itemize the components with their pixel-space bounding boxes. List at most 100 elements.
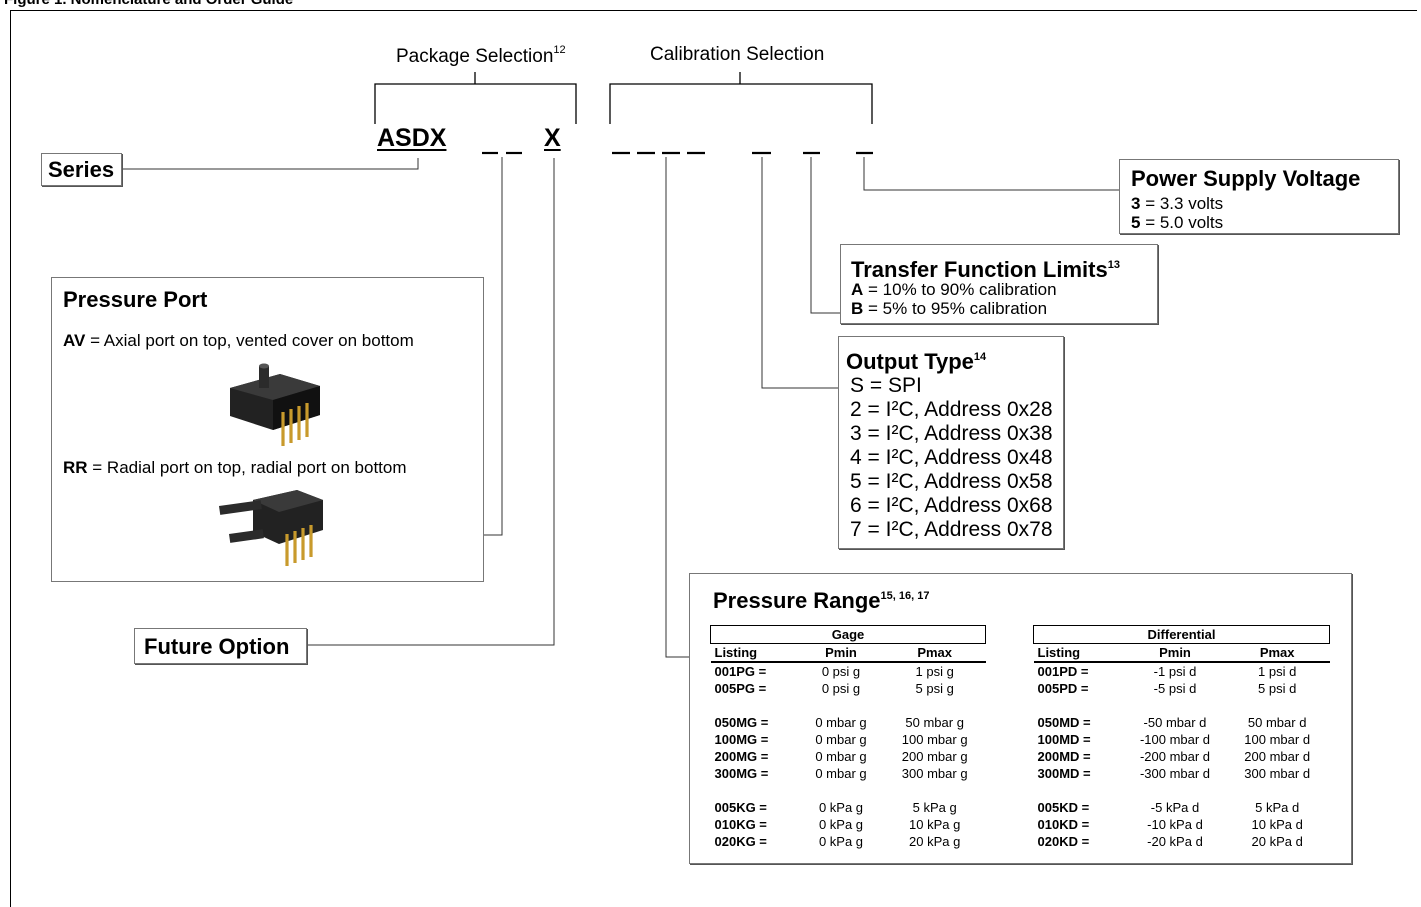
table-spacer-row [1034, 782, 1330, 799]
output-type-title-text: Output Type [846, 349, 974, 374]
listing-cell: 300MD = [1037, 766, 1091, 781]
listing-cell: 200MG = [714, 749, 769, 764]
listing-cell: 200MD = [1037, 749, 1091, 764]
output-type-option: 5 = I²C, Address 0x58 [850, 470, 1053, 493]
option-code: 3 [1131, 194, 1141, 213]
listing-cell: 005KG = [714, 800, 767, 815]
pmax-cell: 200 mbar d [1244, 749, 1311, 764]
pmax-cell: 50 mbar d [1247, 715, 1307, 730]
pmax-cell: 50 mbar g [905, 715, 964, 730]
pmax-cell: 1 psi g [915, 664, 954, 679]
power-supply-box: Power Supply Voltage 3 = 3.3 volts 5 = 5… [1119, 159, 1399, 234]
differential-col-listing: Listing [1033, 643, 1126, 663]
differential-col-pmin: Pmin [1125, 643, 1225, 663]
pressure-range-box: Pressure Range15, 16, 17 Gage Listing Pm… [689, 573, 1352, 864]
gage-col-pmin: Pmin [798, 643, 884, 663]
power-supply-option-5: 5 = 5.0 volts [1131, 213, 1223, 232]
transfer-function-box: Transfer Function Limits13 A = 10% to 90… [840, 244, 1158, 324]
package-selection-ref: 12 [553, 44, 566, 56]
pmin-cell: 0 psi g [821, 664, 861, 679]
option-desc: = 5.0 volts [1140, 213, 1224, 232]
option-code: AV [63, 331, 86, 350]
output-type-option: 7 = I²C, Address 0x78 [850, 518, 1053, 541]
option-code: 5 [1131, 213, 1141, 232]
pmin-cell: 0 mbar g [815, 766, 867, 781]
pmax-cell: 20 kPa d [1251, 834, 1303, 849]
output-type-option: 6 = I²C, Address 0x68 [850, 494, 1053, 517]
option-desc: = Radial port on top, radial port on bot… [87, 458, 407, 477]
future-option-label: Future Option [144, 634, 290, 659]
pmax-cell: 10 kPa g [909, 817, 961, 832]
listing-cell: 010KG = [714, 817, 767, 832]
power-supply-title: Power Supply Voltage [1131, 166, 1361, 191]
pmax-cell: 300 mbar d [1244, 766, 1311, 781]
figure-frame [10, 10, 1417, 907]
option-code: B [851, 299, 864, 318]
pmin-cell: -5 psi d [1153, 681, 1197, 696]
listing-cell: 001PD = [1037, 664, 1089, 679]
option-code: RR [63, 458, 88, 477]
listing-cell: 010KD = [1037, 817, 1090, 832]
pmin-cell: -1 psi d [1153, 664, 1197, 679]
pmin-cell: -10 kPa d [1147, 817, 1203, 832]
power-supply-option-3: 3 = 3.3 volts [1131, 194, 1223, 213]
pmax-cell: 5 kPa d [1255, 800, 1300, 815]
output-type-box: Output Type14 S = SPI 2 = I²C, Address 0… [838, 336, 1064, 549]
listing-cell: 020KD = [1037, 834, 1090, 849]
output-type-option: S = SPI [850, 374, 922, 397]
option-desc: = 3.3 volts [1140, 194, 1224, 213]
pmin-cell: 0 kPa g [818, 834, 864, 849]
table-row: 010KG = 0 kPa g 10 kPa g [711, 816, 986, 833]
package-selection-header: Package Selection12 [396, 44, 566, 68]
pmin-cell: -300 mbar d [1139, 766, 1211, 781]
output-type-option: 2 = I²C, Address 0x28 [850, 398, 1053, 421]
pmin-cell: 0 mbar g [815, 749, 867, 764]
future-option-code: X [544, 124, 561, 152]
listing-cell: 020KG = [714, 834, 767, 849]
option-code: A [851, 280, 864, 299]
transfer-function-title: Transfer Function Limits13 [851, 253, 1120, 282]
output-type-ref: 14 [973, 351, 987, 363]
gage-col-pmax: Pmax [883, 643, 986, 663]
pmax-cell: 5 kPa g [912, 800, 957, 815]
table-row: 020KD = -20 kPa d 20 kPa d [1034, 833, 1330, 850]
series-box: Series [41, 153, 122, 186]
table-spacer-row [1034, 697, 1330, 714]
listing-cell: 005PD = [1037, 681, 1089, 696]
sensor-radial-port-icon [219, 490, 323, 566]
transfer-function-title-text: Transfer Function Limits [851, 257, 1108, 282]
figure-caption: Figure 1. Nomenclature and Order Guide [4, 0, 293, 8]
pressure-port-option-rr: RR = Radial port on top, radial port on … [63, 458, 407, 478]
pmin-cell: -100 mbar d [1139, 732, 1211, 747]
listing-cell: 005PG = [714, 681, 767, 696]
pressure-port-box: Pressure Port AV = Axial port on top, ve… [51, 277, 484, 582]
listing-cell: 005KD = [1037, 800, 1090, 815]
transfer-function-option-a: A = 10% to 90% calibration [851, 280, 1057, 299]
listing-cell: 300MG = [714, 766, 769, 781]
calibration-selection-header: Calibration Selection [650, 44, 825, 65]
output-type-option: 3 = I²C, Address 0x38 [850, 422, 1053, 445]
pmin-cell: 0 mbar g [815, 715, 867, 730]
listing-cell: 100MG = [714, 732, 769, 747]
pmax-cell: 5 psi g [915, 681, 954, 696]
pmax-cell: 100 mbar g [901, 732, 968, 747]
listing-cell: 050MD = [1037, 715, 1091, 730]
pmin-cell: 0 kPa g [818, 817, 864, 832]
pmin-cell: -20 kPa d [1147, 834, 1203, 849]
differential-table: Differential Listing Pmin Pmax 001PD =-1… [1033, 625, 1330, 850]
pressure-port-title: Pressure Port [63, 287, 208, 312]
